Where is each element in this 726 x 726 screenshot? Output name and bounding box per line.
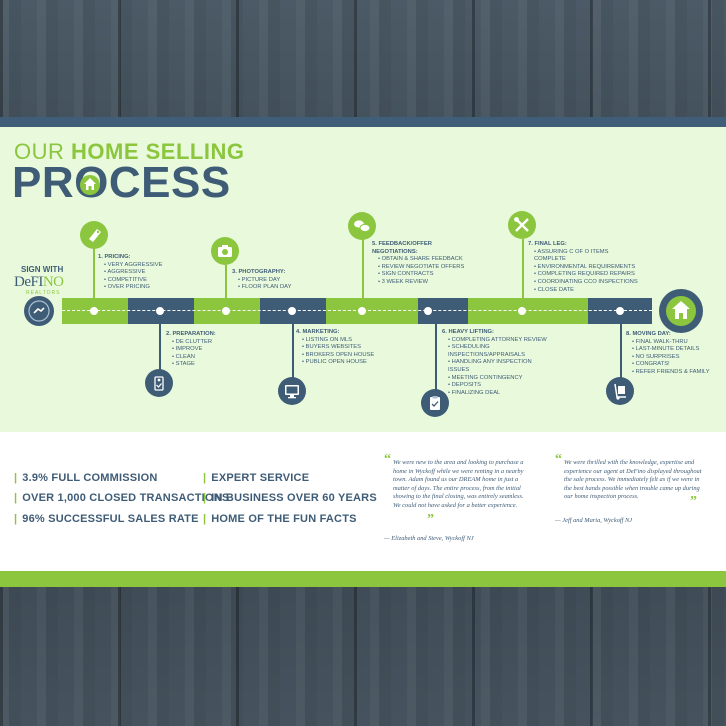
brand-logo: DeFINO <box>14 274 64 290</box>
info-section: |3.9% FULL COMMISSION |OVER 1,000 CLOSED… <box>0 432 726 571</box>
timeline-dot <box>222 307 230 315</box>
testimonial-text: We were new to the area and looking to p… <box>393 459 524 509</box>
step-5: 5. FEEDBACK/OFFER NEGOTIATIONS: OBTAIN &… <box>372 241 472 287</box>
connector-line <box>435 324 437 394</box>
stat-item: |96% SUCCESSFUL SALES RATE <box>14 513 199 525</box>
handshake-icon <box>24 296 54 326</box>
camera-icon <box>211 237 239 265</box>
bottom-bar <box>0 571 726 587</box>
step-1: 1. PRICING: VERY AGGRESSIVEAGGRESSIVECOM… <box>98 254 178 292</box>
hand-truck-icon <box>606 377 634 405</box>
connector-line <box>159 324 161 371</box>
timeline-segment-5 <box>326 298 418 324</box>
step-7: 7. FINAL LEG: ASSURING C OF O ITEMS COMP… <box>528 241 638 294</box>
price-tag-icon <box>80 221 108 249</box>
title-line-1: OUR HOME SELLING <box>14 139 245 164</box>
quote-close-mark: ” <box>690 494 697 509</box>
testimonial-author: — Jeff and Maria, Wyckoff NJ <box>555 517 633 524</box>
sign-with-label: SIGN WITH <box>21 265 64 274</box>
monitor-icon <box>278 377 306 405</box>
top-bar <box>0 117 726 127</box>
step-4: 4. MARKETING: LISTING ON MLSBUYERS WEBSI… <box>296 329 376 367</box>
connector-line <box>292 324 294 382</box>
timeline-dot <box>90 307 98 315</box>
brand-tagline: REALTORS <box>26 290 61 296</box>
timeline-dot <box>288 307 296 315</box>
title-process: PROCESS <box>12 158 231 207</box>
quote-close-mark: ” <box>427 512 434 527</box>
step-8: 8. MOVING DAY: FINAL WALK-THRULAST-MINUT… <box>626 331 716 377</box>
connector-line <box>93 247 95 299</box>
infographic-board: OUR HOME SELLING PROCESS SIGN WITH DeFIN… <box>0 117 726 587</box>
chat-bubbles-icon <box>348 212 376 240</box>
clipboard-icon <box>421 389 449 417</box>
stat-item: |EXPERT SERVICE <box>203 472 310 484</box>
timeline-dot <box>616 307 624 315</box>
quote-open-mark: “ <box>384 452 391 467</box>
timeline-dot <box>424 307 432 315</box>
stat-item: |HOME OF THE FUN FACTS <box>203 513 357 525</box>
step-3: 3. PHOTOGRAPHY: PICTURE DAYFLOOR PLAN DA… <box>232 269 312 292</box>
house-icon <box>80 175 100 195</box>
sold-house-icon <box>659 289 703 333</box>
stat-item: |3.9% FULL COMMISSION <box>14 472 158 484</box>
stat-item: |OVER 1,000 CLOSED TRANSACTIONS <box>14 492 230 504</box>
step-2: 2. PREPARATION: DE CLUTTERIMPROVECLEANST… <box>166 331 246 369</box>
testimonial-text: We were thrilled with the knowledge, exp… <box>564 459 702 501</box>
step-6: 6. HEAVY LIFTING: COMPLETING ATTORNEY RE… <box>442 329 552 397</box>
timeline-dot <box>156 307 164 315</box>
timeline-segment-7 <box>468 298 588 324</box>
connector-line <box>620 324 622 380</box>
stat-item: |IN BUSINESS OVER 60 YEARS <box>203 492 377 504</box>
timeline-dot <box>518 307 526 315</box>
connector-line <box>225 265 227 299</box>
door-hanger-icon <box>145 369 173 397</box>
testimonial-author: — Elizabeth and Steve, Wyckoff NJ <box>384 535 474 542</box>
tools-icon <box>508 211 536 239</box>
connector-line <box>362 239 364 299</box>
timeline-dot <box>358 307 366 315</box>
quote-open-mark: “ <box>555 452 562 467</box>
connector-line <box>522 239 524 299</box>
timeline-dash <box>62 310 652 311</box>
